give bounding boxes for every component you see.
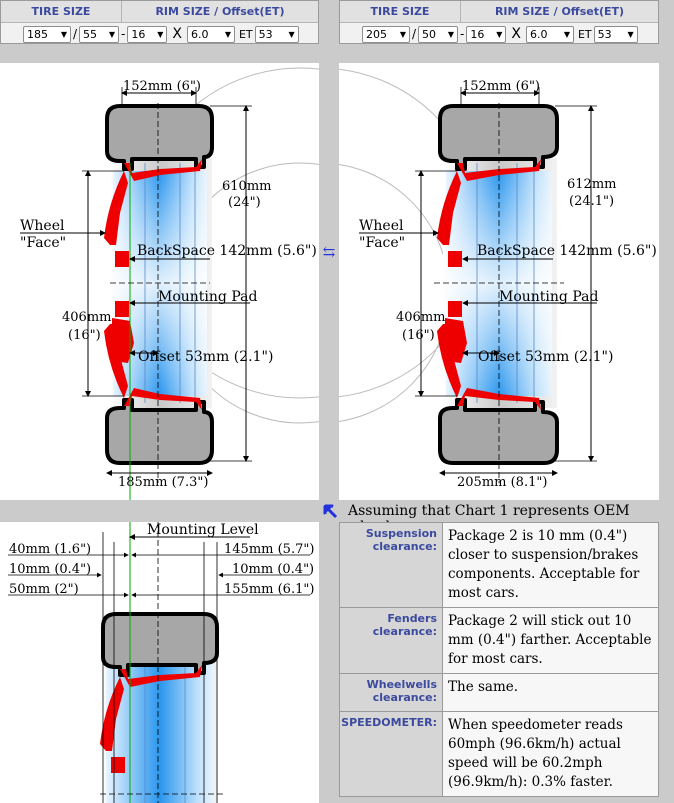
mounting-comparison-diagram: Mounting Level 40mm (1.6") 10mm (0.4") 5… bbox=[0, 522, 319, 803]
right-dim-1: 145mm (5.7") bbox=[224, 542, 314, 557]
offset-select[interactable]: 53▼ bbox=[254, 25, 299, 43]
table-row: Fenders clearance: Package 2 will stick … bbox=[339, 607, 659, 674]
mounting-pad-label: Mounting Pad bbox=[158, 289, 257, 305]
swap-arrows-icon[interactable]: ⇆ bbox=[322, 243, 336, 261]
tire-width-select[interactable]: 185▼ bbox=[23, 25, 71, 43]
rim-width-label: 152mm (6") bbox=[123, 79, 201, 94]
fenders-clearance-label: Fenders clearance: bbox=[339, 607, 443, 674]
rim-size-header: RIM SIZE / Offset(ET) bbox=[155, 5, 285, 18]
offset-select[interactable]: 53▼ bbox=[593, 25, 638, 43]
wheel-diagram-1: 152mm (6") 610mm (24") Wheel "Face" Back… bbox=[0, 63, 319, 500]
rim-width-select[interactable]: 6.0▼ bbox=[186, 25, 235, 43]
tire-width-label: 185mm (7.3") bbox=[118, 475, 208, 490]
suspension-clearance-text: Package 2 is 10 mm (0.4") closer to susp… bbox=[442, 522, 659, 608]
wheel-face-label-2: "Face" bbox=[359, 235, 405, 251]
package2-selector: TIRE SIZE RIM SIZE / Offset(ET) 205▼ / 5… bbox=[339, 0, 659, 44]
suspension-clearance-label: Suspension clearance: bbox=[339, 522, 443, 608]
table-row: Wheelwells clearance: The same. bbox=[339, 673, 659, 712]
mounting-pad-label: Mounting Pad bbox=[499, 289, 598, 305]
package1-selector: TIRE SIZE RIM SIZE / Offset(ET) 185▼ / 5… bbox=[0, 0, 319, 44]
aspect-ratio-select[interactable]: 55▼ bbox=[79, 25, 120, 43]
rim-diameter-select[interactable]: 16▼ bbox=[127, 25, 168, 43]
offset-label: Offset 53mm (2.1") bbox=[478, 349, 613, 365]
wheel-face-label-2: "Face" bbox=[20, 235, 66, 251]
corner-arrow-icon bbox=[323, 504, 338, 519]
rim-size-header: RIM SIZE / Offset(ET) bbox=[494, 5, 625, 18]
wheel-face-label: Wheel bbox=[359, 218, 404, 234]
tire-size-header: TIRE SIZE bbox=[340, 1, 461, 22]
backspace-label: BackSpace 142mm (5.6") bbox=[477, 243, 657, 259]
wheel-face-label: Wheel bbox=[20, 218, 65, 234]
backspace-label: BackSpace 142mm (5.6") bbox=[137, 243, 317, 259]
results-table: Suspension clearance: Package 2 is 10 mm… bbox=[339, 522, 659, 797]
tire-size-header: TIRE SIZE bbox=[1, 1, 122, 22]
rim-diameter-mm: 406mm bbox=[62, 310, 111, 325]
wheelwells-clearance-label: Wheelwells clearance: bbox=[339, 673, 443, 712]
offset-label: Offset 53mm (2.1") bbox=[138, 349, 273, 365]
aspect-ratio-select[interactable]: 50▼ bbox=[418, 25, 459, 43]
speedometer-text: When speedometer reads 60mph (96.6km/h) … bbox=[442, 711, 659, 797]
tire-width-select[interactable]: 205▼ bbox=[362, 25, 410, 43]
tire-diameter-in: (24") bbox=[228, 195, 261, 210]
fenders-clearance-text: Package 2 will stick out 10 mm (0.4") fa… bbox=[442, 607, 659, 674]
right-dim-3: 155mm (6.1") bbox=[224, 582, 314, 597]
table-row: Suspension clearance: Package 2 is 10 mm… bbox=[339, 522, 659, 608]
rim-diameter-in: (16") bbox=[402, 328, 435, 343]
mounting-level-label: Mounting Level bbox=[147, 522, 259, 538]
left-dim-1: 40mm (1.6") bbox=[9, 542, 91, 557]
wheelwells-clearance-text: The same. bbox=[442, 673, 659, 712]
tire-diameter-mm: 610mm bbox=[222, 179, 271, 194]
rim-diameter-in: (16") bbox=[68, 328, 101, 343]
left-dim-2: 10mm (0.4") bbox=[9, 562, 91, 577]
tire-diameter-in: (24.1") bbox=[569, 194, 614, 209]
table-row: SPEEDOMETER: When speedometer reads 60mp… bbox=[339, 711, 659, 797]
rim-diameter-select[interactable]: 16▼ bbox=[466, 25, 507, 43]
rim-width-select[interactable]: 6.0▼ bbox=[525, 25, 574, 43]
tire-width-label: 205mm (8.1") bbox=[457, 475, 547, 490]
rim-width-label: 152mm (6") bbox=[462, 79, 540, 94]
wheel-diagram-2: 152mm (6") 612mm (24.1") Wheel "Face" Ba… bbox=[339, 63, 659, 500]
left-dim-3: 50mm (2") bbox=[9, 582, 79, 597]
speedometer-label: SPEEDOMETER: bbox=[339, 711, 443, 797]
tire-diameter-mm: 612mm bbox=[567, 177, 616, 192]
right-dim-2: 10mm (0.4") bbox=[232, 562, 314, 577]
rim-diameter-mm: 406mm bbox=[396, 310, 445, 325]
